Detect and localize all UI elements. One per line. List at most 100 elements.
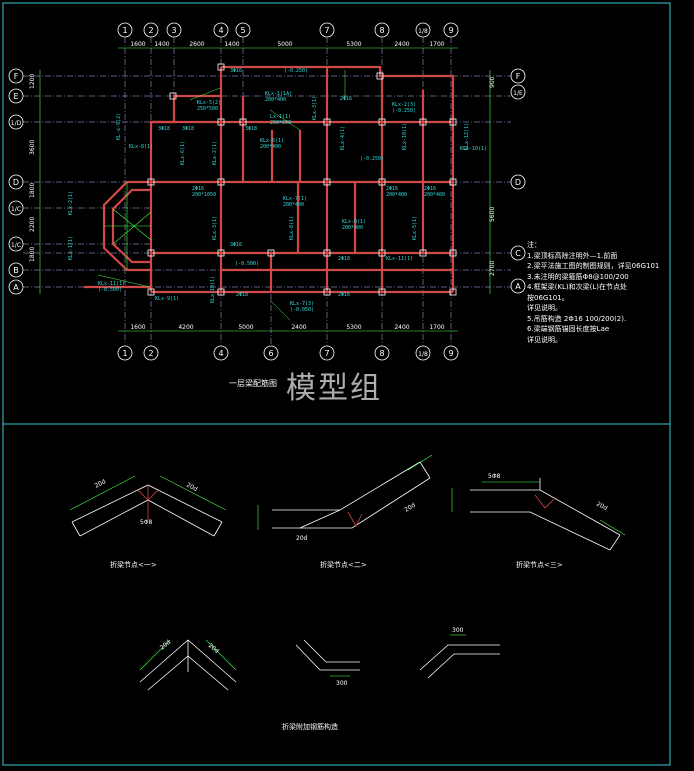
svg-text:KLx-10(1): KLx-10(1) xyxy=(402,123,408,150)
svg-text:20d: 20d xyxy=(94,478,108,490)
svg-text:(-0.500): (-0.500) xyxy=(98,287,122,293)
svg-text:4200: 4200 xyxy=(178,324,193,331)
detail-6 xyxy=(419,644,500,679)
svg-text:3: 3 xyxy=(171,26,176,35)
svg-text:5000: 5000 xyxy=(277,41,292,48)
svg-text:C: C xyxy=(515,249,521,258)
svg-text:KL-x-9(2): KL-x-9(2) xyxy=(116,113,122,140)
beam-annotations: KLx-5(2)250*500 KLx-1(1A)200*400 KLx-2(3… xyxy=(98,68,487,313)
columns xyxy=(147,63,457,296)
svg-text:KLx-2(1): KLx-2(1) xyxy=(68,191,74,215)
svg-text:2: 2 xyxy=(148,26,153,35)
note-line: 1.梁顶标高除注明外—1.前面 xyxy=(527,251,618,260)
svg-text:1/C: 1/C xyxy=(11,242,21,249)
axis-bubbles-top xyxy=(117,22,459,38)
svg-text:KLx-11(1): KLx-11(1) xyxy=(386,256,413,262)
detail-1-caption: 折梁节点<一> xyxy=(110,561,157,569)
svg-text:5300: 5300 xyxy=(346,41,361,48)
svg-text:8: 8 xyxy=(379,26,384,35)
plan-title: 一层梁配筋图 xyxy=(229,379,277,388)
svg-text:KLx-7(3): KLx-7(3) xyxy=(290,301,314,307)
svg-text:1/8: 1/8 xyxy=(418,28,428,35)
detail-2 xyxy=(272,461,431,529)
svg-text:1: 1 xyxy=(122,349,127,358)
svg-text:KLx-9(1): KLx-9(1) xyxy=(155,296,179,302)
svg-text:KLx-11(1): KLx-11(1) xyxy=(98,281,125,287)
beam-details xyxy=(71,461,621,691)
note-line: 详见说明。 xyxy=(527,335,562,344)
svg-text:1800: 1800 xyxy=(29,247,36,262)
note-line: 5.吊筋构造 2Φ16 100/200(2). xyxy=(527,314,627,323)
svg-text:200*1050: 200*1050 xyxy=(192,192,216,198)
svg-text:5600: 5600 xyxy=(489,207,496,222)
svg-text:200*400: 200*400 xyxy=(342,225,363,231)
svg-text:(-0.500): (-0.500) xyxy=(235,261,259,267)
svg-text:1/D: 1/D xyxy=(11,120,22,127)
svg-text:7: 7 xyxy=(324,349,329,358)
svg-text:3Φ16: 3Φ16 xyxy=(230,242,242,248)
svg-text:KLx-5(2): KLx-5(2) xyxy=(197,100,221,106)
svg-text:5000: 5000 xyxy=(238,324,253,331)
annotation-leaders xyxy=(97,70,346,321)
note-line: 注： xyxy=(527,241,541,249)
svg-text:KLx-10(1): KLx-10(1) xyxy=(460,146,487,152)
svg-text:KLx-8(1): KLx-8(1) xyxy=(129,144,153,150)
svg-text:900: 900 xyxy=(489,76,496,88)
svg-text:300: 300 xyxy=(452,627,464,634)
svg-text:1400: 1400 xyxy=(154,41,169,48)
general-notes: 注： 1.梁顶标高除注明外—1.前面 2.梁平法施工图的制图规则，详见06G10… xyxy=(527,240,660,345)
svg-text:2Φ16: 2Φ16 xyxy=(386,186,398,192)
svg-text:5Φ8: 5Φ8 xyxy=(140,519,153,526)
detail-dims xyxy=(69,454,626,677)
svg-text:250*600: 250*600 xyxy=(270,120,291,126)
svg-text:(-0.250): (-0.250) xyxy=(360,156,384,162)
svg-text:2400: 2400 xyxy=(291,324,306,331)
detail-3 xyxy=(470,478,621,551)
svg-text:KLx-10(1): KLx-10(1) xyxy=(210,276,216,303)
svg-text:KLx-7(1): KLx-7(1) xyxy=(283,196,307,202)
svg-text:(-0.050): (-0.050) xyxy=(290,307,314,313)
svg-text:3Φ18: 3Φ18 xyxy=(182,126,194,132)
svg-text:2200: 2200 xyxy=(29,217,36,232)
svg-text:B: B xyxy=(13,266,19,275)
note-line: 2.梁平法施工图的制图规则，详见06G101 xyxy=(527,262,660,270)
svg-text:KLx-1(1): KLx-1(1) xyxy=(68,236,74,260)
svg-text:3Φ16: 3Φ16 xyxy=(230,68,242,74)
svg-text:5Φ8: 5Φ8 xyxy=(488,473,501,480)
svg-text:20d: 20d xyxy=(185,482,199,494)
svg-text:8: 8 xyxy=(379,349,384,358)
detail-5 xyxy=(295,639,360,671)
svg-text:200*400: 200*400 xyxy=(283,202,304,208)
svg-text:2Φ18: 2Φ18 xyxy=(236,292,248,298)
axis-bubbles-right xyxy=(510,68,526,294)
svg-text:6: 6 xyxy=(268,349,273,358)
svg-text:D: D xyxy=(13,178,19,187)
svg-text:1/C: 1/C xyxy=(11,206,21,213)
note-line: 3.未注明的梁箍筋Φ8@100/200 xyxy=(527,272,629,281)
svg-text:200*400: 200*400 xyxy=(424,192,445,198)
svg-text:KLx-4(1): KLx-4(1) xyxy=(340,126,346,150)
svg-text:KLx-5(1): KLx-5(1) xyxy=(412,216,418,240)
svg-text:3Φ18: 3Φ18 xyxy=(245,126,257,132)
svg-text:KLx-8(1): KLx-8(1) xyxy=(342,219,366,225)
detail-4-caption: 折梁附加钢筋构造 xyxy=(282,723,338,731)
svg-text:20d: 20d xyxy=(296,535,308,542)
svg-text:4: 4 xyxy=(218,349,223,358)
svg-text:KLx-2(3): KLx-2(3) xyxy=(392,102,416,108)
svg-text:2Φ16: 2Φ16 xyxy=(192,186,204,192)
svg-text:1/E: 1/E xyxy=(513,90,523,97)
svg-text:2400: 2400 xyxy=(394,41,409,48)
detail-4 xyxy=(139,639,237,691)
svg-text:(-0.250): (-0.250) xyxy=(392,108,416,114)
svg-text:KLx-6(1): KLx-6(1) xyxy=(180,141,186,165)
svg-text:20d: 20d xyxy=(403,502,417,514)
svg-text:D: D xyxy=(515,178,521,187)
svg-text:20d: 20d xyxy=(159,639,172,652)
svg-text:2400: 2400 xyxy=(394,324,409,331)
svg-text:20d: 20d xyxy=(207,642,220,655)
svg-text:1200: 1200 xyxy=(29,74,36,89)
svg-text:(-0.250): (-0.250) xyxy=(284,68,308,74)
svg-text:1700: 1700 xyxy=(429,41,444,48)
